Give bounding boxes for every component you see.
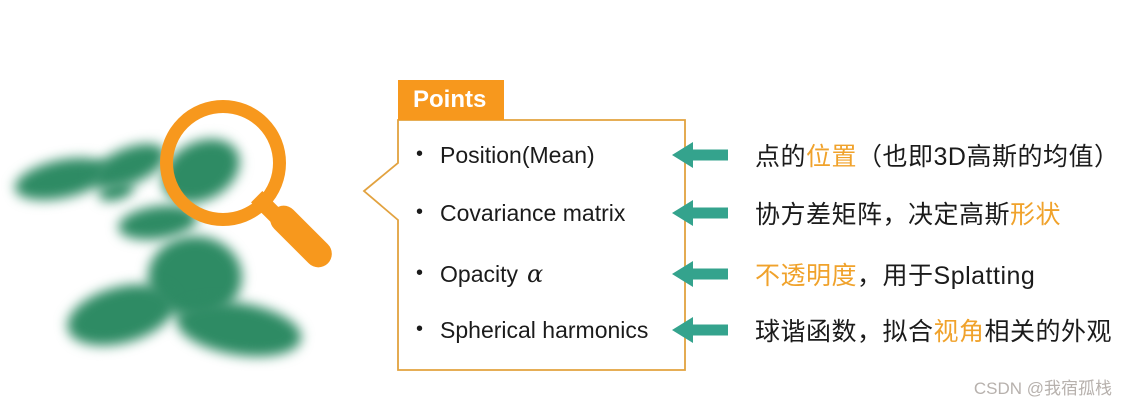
- left-arrow-icon: [672, 140, 728, 170]
- property-row-position: • Position(Mean) 点的位置（也即3D高斯的均值）: [0, 139, 1128, 172]
- left-arrow-icon: [672, 315, 728, 345]
- list-item-position: • Position(Mean): [416, 139, 604, 171]
- text-segment: 视角: [933, 318, 985, 346]
- list-item-opacity: • Opacity α: [416, 258, 543, 290]
- property-row-opacity: • Opacity α 不透明度，用于Splatting: [0, 258, 1128, 290]
- bullet-icon: •: [416, 200, 424, 223]
- annotation-covariance: 协方差矩阵，决定高斯形状: [755, 197, 1061, 229]
- text-segment: 协方差矩阵，决定高斯: [755, 201, 1011, 229]
- text-segment: 球谐函数，拟合: [755, 318, 934, 346]
- bullet-icon: •: [416, 317, 424, 340]
- left-arrow-icon: [672, 198, 728, 228]
- property-row-covariance: • Covariance matrix 协方差矩阵，决定高斯形状: [0, 197, 1128, 230]
- list-item-covariance: • Covariance matrix: [416, 197, 634, 229]
- list-item-label: Opacity: [440, 260, 518, 287]
- points-tab-header: Points: [398, 80, 504, 120]
- property-row-harmonics: • Spherical harmonics 球谐函数，拟合视角相关的外观: [0, 314, 1128, 347]
- text-segment: 形状: [1010, 201, 1062, 229]
- text-segment: 位置: [806, 143, 858, 171]
- text-segment: ，用于Splatting: [857, 262, 1036, 290]
- annotation-opacity: 不透明度，用于Splatting: [755, 258, 1035, 290]
- text-segment: 点的: [755, 143, 807, 171]
- bullet-icon: •: [416, 261, 424, 284]
- list-item-label: Covariance matrix: [440, 199, 626, 226]
- text-segment: 相关的外观: [984, 318, 1113, 346]
- text-segment: （也即3D高斯的均值）: [857, 143, 1120, 171]
- csdn-watermark: CSDN @我宿孤栈: [973, 379, 1112, 398]
- text-segment: 不透明度: [755, 262, 858, 290]
- annotation-position: 点的位置（也即3D高斯的均值）: [755, 139, 1120, 171]
- list-item-label: Spherical harmonics: [440, 316, 649, 343]
- list-item-harmonics: • Spherical harmonics: [416, 314, 657, 346]
- alpha-symbol: α: [527, 260, 544, 288]
- list-item-label: Position(Mean): [440, 141, 595, 168]
- left-arrow-icon: [672, 259, 728, 289]
- annotation-harmonics: 球谐函数，拟合视角相关的外观: [755, 314, 1112, 346]
- bullet-icon: •: [416, 142, 424, 165]
